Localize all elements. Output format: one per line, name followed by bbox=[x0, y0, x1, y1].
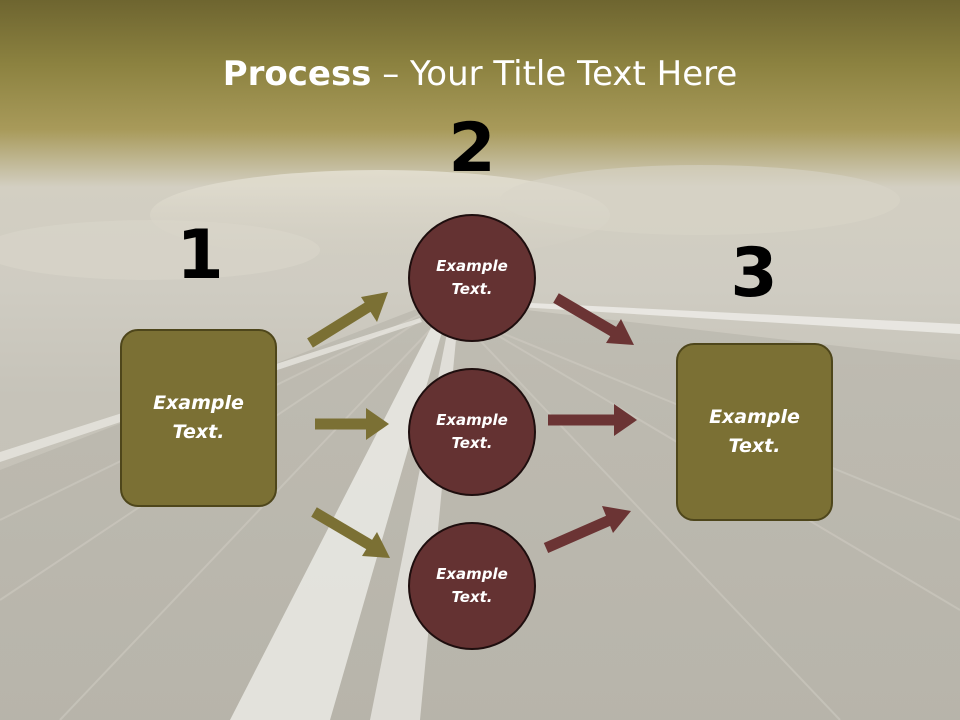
arrow-left-to-top bbox=[307, 292, 388, 348]
arrow-bottom-to-right bbox=[543, 506, 631, 554]
right-box-text: Example Text. bbox=[709, 406, 800, 457]
arrow-middle-to-right bbox=[548, 404, 637, 436]
left-box: Example Text. bbox=[120, 329, 277, 507]
bottom-circle-text: Example Text. bbox=[436, 565, 508, 606]
title-bold-part: Process bbox=[222, 54, 372, 94]
step-number-3: 3 bbox=[730, 234, 778, 313]
middle-circle: Example Text. bbox=[408, 368, 536, 496]
right-box: Example Text. bbox=[676, 343, 833, 521]
title-rest-part: – Your Title Text Here bbox=[371, 54, 738, 94]
top-circle-text: Example Text. bbox=[436, 257, 508, 298]
bottom-circle: Example Text. bbox=[408, 522, 536, 650]
arrow-left-to-middle bbox=[315, 408, 389, 440]
middle-circle-text: Example Text. bbox=[436, 411, 508, 452]
top-circle: Example Text. bbox=[408, 214, 536, 342]
step-number-2: 2 bbox=[448, 109, 496, 188]
arrow-top-to-right bbox=[553, 293, 634, 345]
arrow-left-to-bottom bbox=[311, 507, 390, 558]
step-number-1: 1 bbox=[176, 216, 224, 295]
left-box-text: Example Text. bbox=[153, 392, 244, 443]
page-title: Process – Your Title Text Here bbox=[0, 52, 960, 96]
